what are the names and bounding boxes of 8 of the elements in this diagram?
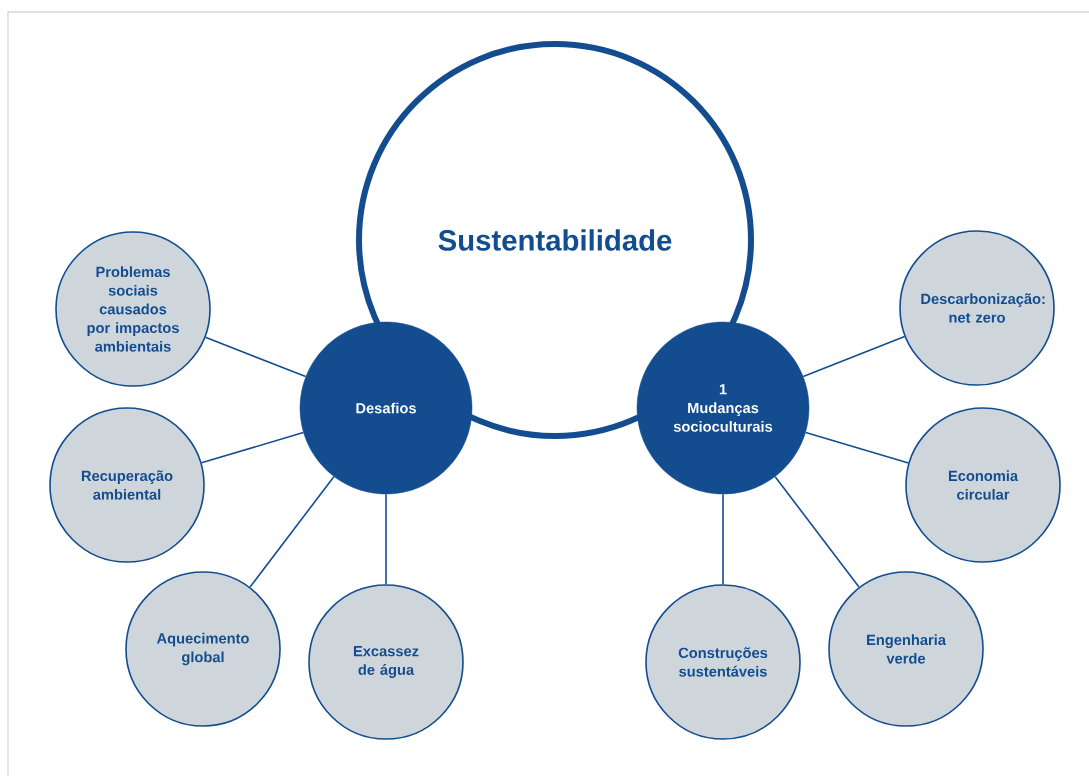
connector-line: [200, 431, 305, 464]
connector-line: [204, 336, 307, 378]
connector-line: [774, 475, 860, 588]
connector-line: [804, 431, 910, 464]
connector-line: [385, 493, 387, 585]
connector-line: [249, 475, 335, 588]
connector-line: [802, 335, 906, 378]
connector-line: [722, 493, 724, 585]
